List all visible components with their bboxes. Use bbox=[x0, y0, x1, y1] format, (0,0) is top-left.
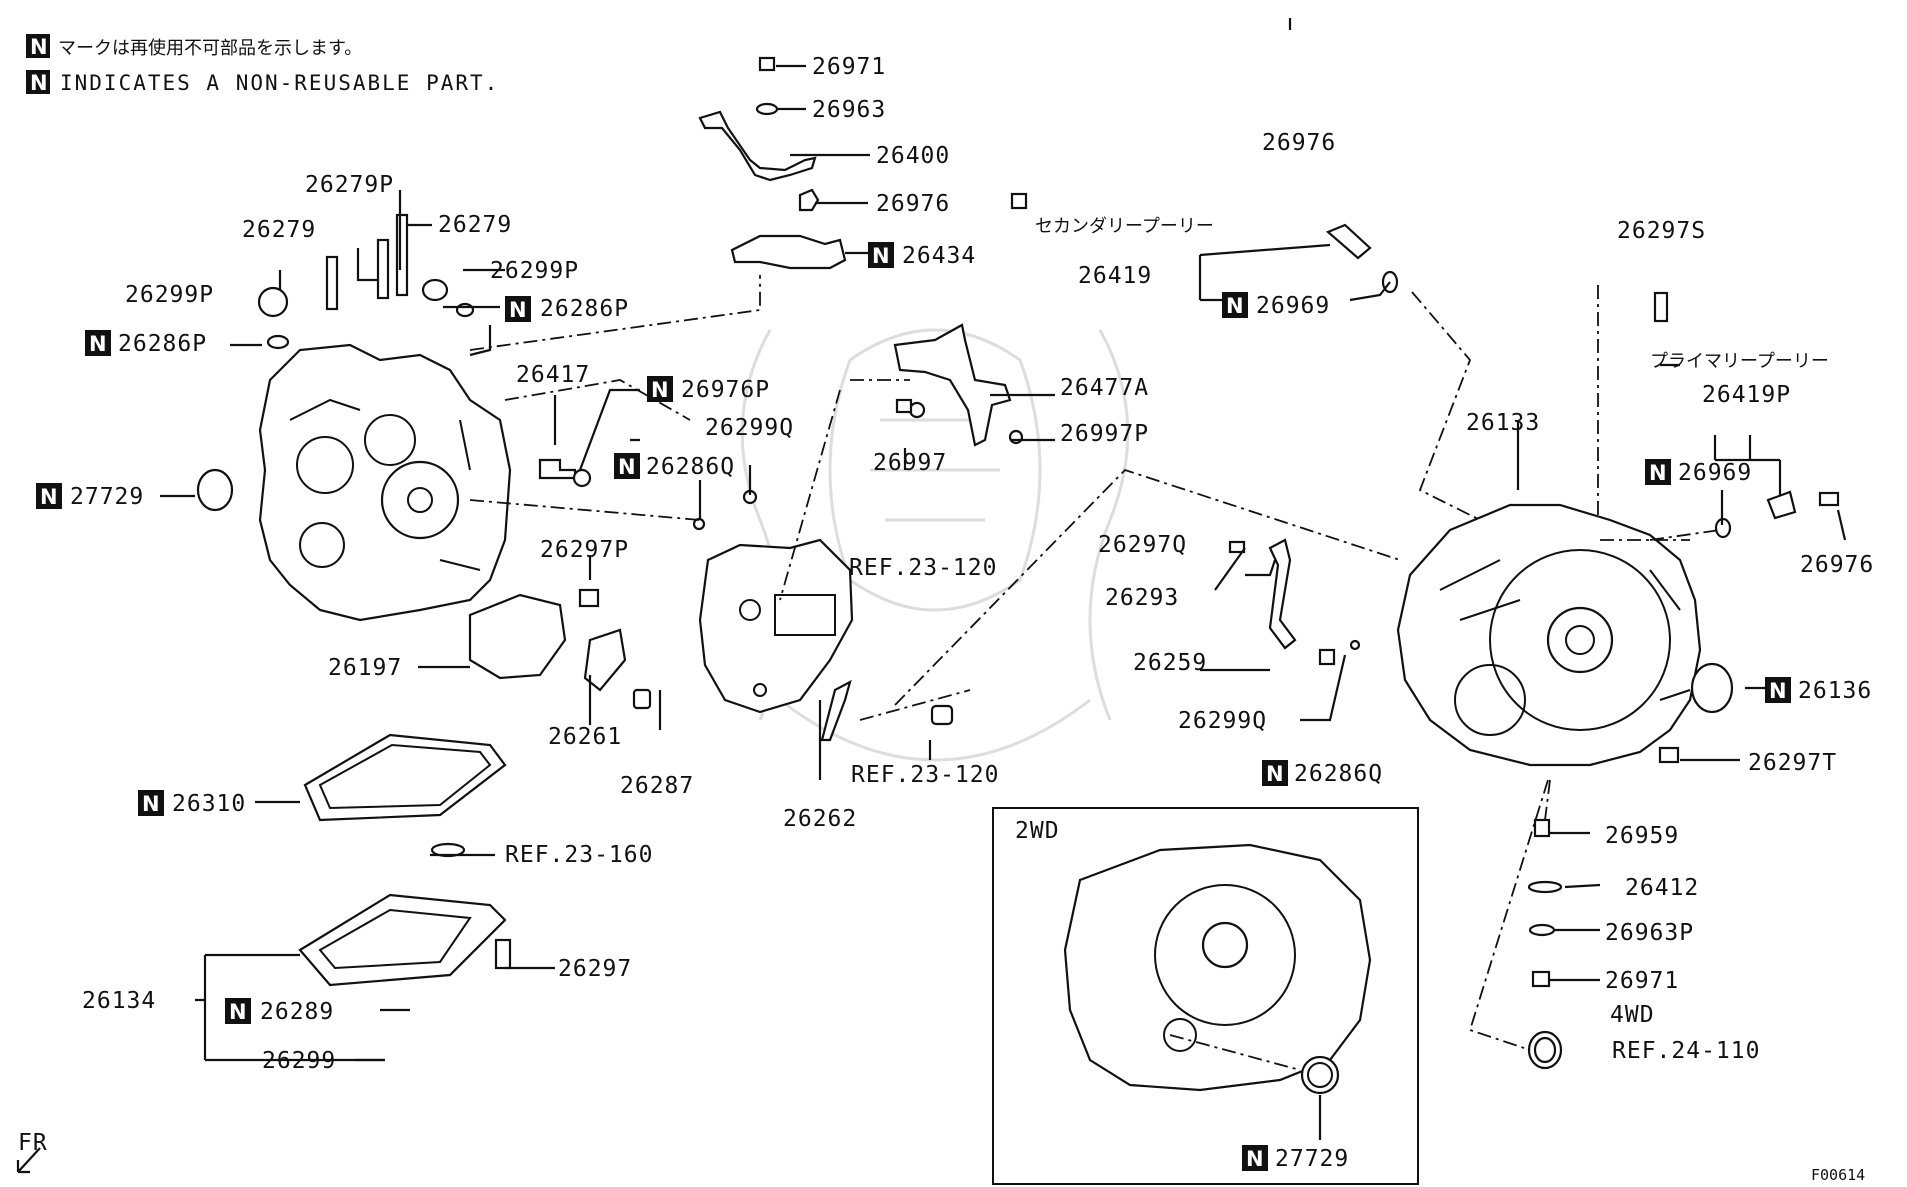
callout-26419P: 26419P bbox=[1702, 382, 1791, 408]
ref-23-120-bottom: REF.23-120 bbox=[851, 762, 999, 788]
svg-text:N: N bbox=[1266, 762, 1284, 786]
callout-26197: 26197 bbox=[328, 655, 402, 681]
front-arrow-icon bbox=[16, 1147, 41, 1174]
callout-26286Q-b: 26286Q bbox=[1294, 761, 1383, 787]
svg-text:N: N bbox=[40, 485, 58, 509]
callout-26417: 26417 bbox=[516, 362, 590, 388]
callout-26959: 26959 bbox=[1605, 823, 1679, 849]
front-direction-label: FR bbox=[18, 1130, 48, 1156]
callout-26286P: 26286P bbox=[540, 296, 629, 322]
callout-26287: 26287 bbox=[620, 773, 694, 799]
oil-pan-drawing bbox=[298, 842, 512, 987]
callout-26299Q: 26299Q bbox=[705, 415, 794, 441]
svg-text:N: N bbox=[1226, 294, 1244, 318]
callout-26971: 26971 bbox=[812, 54, 886, 80]
callout-26976: 26976 bbox=[876, 191, 950, 217]
callout-26279-b: 26279 bbox=[438, 212, 512, 238]
callout-26133: 26133 bbox=[1466, 410, 1540, 436]
legend-note-jp: N マークは再使用不可部品を示します。 bbox=[26, 34, 362, 59]
2wd-inset: 2WD bbox=[992, 807, 1419, 1185]
svg-text:N: N bbox=[1246, 1147, 1264, 1171]
svg-text:INDICATES A NON-REUSABLE PART.: INDICATES A NON-REUSABLE PART. bbox=[60, 71, 499, 95]
ref-24-110: REF.24-110 bbox=[1612, 1038, 1760, 1064]
oil-pump-drawing bbox=[698, 538, 954, 742]
4wd-label: 4WD bbox=[1610, 1002, 1655, 1028]
svg-text:N: N bbox=[1769, 679, 1787, 703]
transaxle-case-drawing bbox=[1396, 503, 1702, 767]
ref-23-160: REF.23-160 bbox=[505, 842, 653, 868]
svg-text:N: N bbox=[509, 298, 527, 322]
callout-26299: 26299 bbox=[262, 1048, 336, 1074]
shift-lever-drawing bbox=[698, 56, 847, 270]
callout-26997: 26997 bbox=[873, 450, 947, 476]
callout-26997P: 26997P bbox=[1060, 421, 1149, 447]
callout-26400: 26400 bbox=[876, 143, 950, 169]
callout-27729-b: 27729 bbox=[1275, 1146, 1349, 1172]
callout-26969: 26969 bbox=[1256, 293, 1330, 319]
primary-pulley-label: プライマリープーリー bbox=[1650, 351, 1829, 372]
svg-text:N: N bbox=[651, 378, 669, 402]
callout-26976-b: 26976 bbox=[1262, 130, 1336, 156]
callout-26289: 26289 bbox=[260, 999, 334, 1025]
oil-pan-gasket-drawing bbox=[303, 733, 507, 822]
figure-code: F00614 bbox=[1811, 1166, 1865, 1184]
detent-spring-drawing bbox=[893, 323, 1024, 447]
callout-26299P-b: 26299P bbox=[490, 258, 579, 284]
labels: 26971 26963 26400 26976 N 26434 26279P 2… bbox=[18, 54, 1874, 1184]
converter-housing-drawing bbox=[258, 343, 512, 622]
svg-text:N: N bbox=[142, 792, 160, 816]
misc-small-parts bbox=[196, 192, 1840, 1070]
callout-26279P: 26279P bbox=[305, 172, 394, 198]
leader-lines bbox=[160, 18, 1847, 1140]
callout-26286Q: 26286Q bbox=[646, 454, 735, 480]
svg-text:2WD: 2WD bbox=[1015, 818, 1060, 844]
callout-26419: 26419 bbox=[1078, 263, 1152, 289]
svg-text:N: N bbox=[1649, 461, 1667, 485]
callout-26279: 26279 bbox=[242, 217, 316, 243]
callout-26477A: 26477A bbox=[1060, 375, 1149, 401]
callout-26299Q-b: 26299Q bbox=[1178, 708, 1267, 734]
callout-26297Q: 26297Q bbox=[1098, 532, 1187, 558]
callout-26963: 26963 bbox=[812, 97, 886, 123]
svg-text:N: N bbox=[618, 455, 636, 479]
svg-text:マークは再使用不可部品を示します。: マークは再使用不可部品を示します。 bbox=[58, 38, 362, 59]
callout-26297P: 26297P bbox=[540, 537, 629, 563]
callout-26134: 26134 bbox=[82, 988, 156, 1014]
callout-26963P: 26963P bbox=[1605, 920, 1694, 946]
callout-26261: 26261 bbox=[548, 724, 622, 750]
ref-23-120-top: REF.23-120 bbox=[849, 555, 997, 581]
callout-26297T: 26297T bbox=[1748, 750, 1837, 776]
callout-26969-b: 26969 bbox=[1678, 460, 1752, 486]
callout-26136: 26136 bbox=[1798, 678, 1872, 704]
callout-27729: 27729 bbox=[70, 484, 144, 510]
svg-text:N: N bbox=[872, 244, 890, 268]
callout-26262: 26262 bbox=[783, 806, 857, 832]
reference-dashes bbox=[469, 275, 1721, 1071]
callout-26310: 26310 bbox=[172, 791, 246, 817]
callout-26259: 26259 bbox=[1133, 650, 1207, 676]
callout-26297S: 26297S bbox=[1617, 218, 1706, 244]
legend-note-en: N INDICATES A NON-REUSABLE PART. bbox=[26, 70, 499, 95]
svg-text:N: N bbox=[89, 332, 107, 356]
callout-26286P-b: 26286P bbox=[118, 331, 207, 357]
callout-26412: 26412 bbox=[1625, 875, 1699, 901]
callout-26434: 26434 bbox=[902, 243, 976, 269]
callout-26976-c: 26976 bbox=[1800, 552, 1874, 578]
svg-text:N: N bbox=[229, 1000, 247, 1024]
callout-26293: 26293 bbox=[1105, 585, 1179, 611]
callout-26299P: 26299P bbox=[125, 282, 214, 308]
callout-26297: 26297 bbox=[558, 956, 632, 982]
callout-26976P: 26976P bbox=[681, 377, 770, 403]
svg-text:N: N bbox=[30, 71, 48, 95]
secondary-pulley-label: セカンダリープーリー bbox=[1035, 216, 1214, 237]
svg-text:N: N bbox=[30, 35, 48, 59]
callout-26971-b: 26971 bbox=[1605, 968, 1679, 994]
